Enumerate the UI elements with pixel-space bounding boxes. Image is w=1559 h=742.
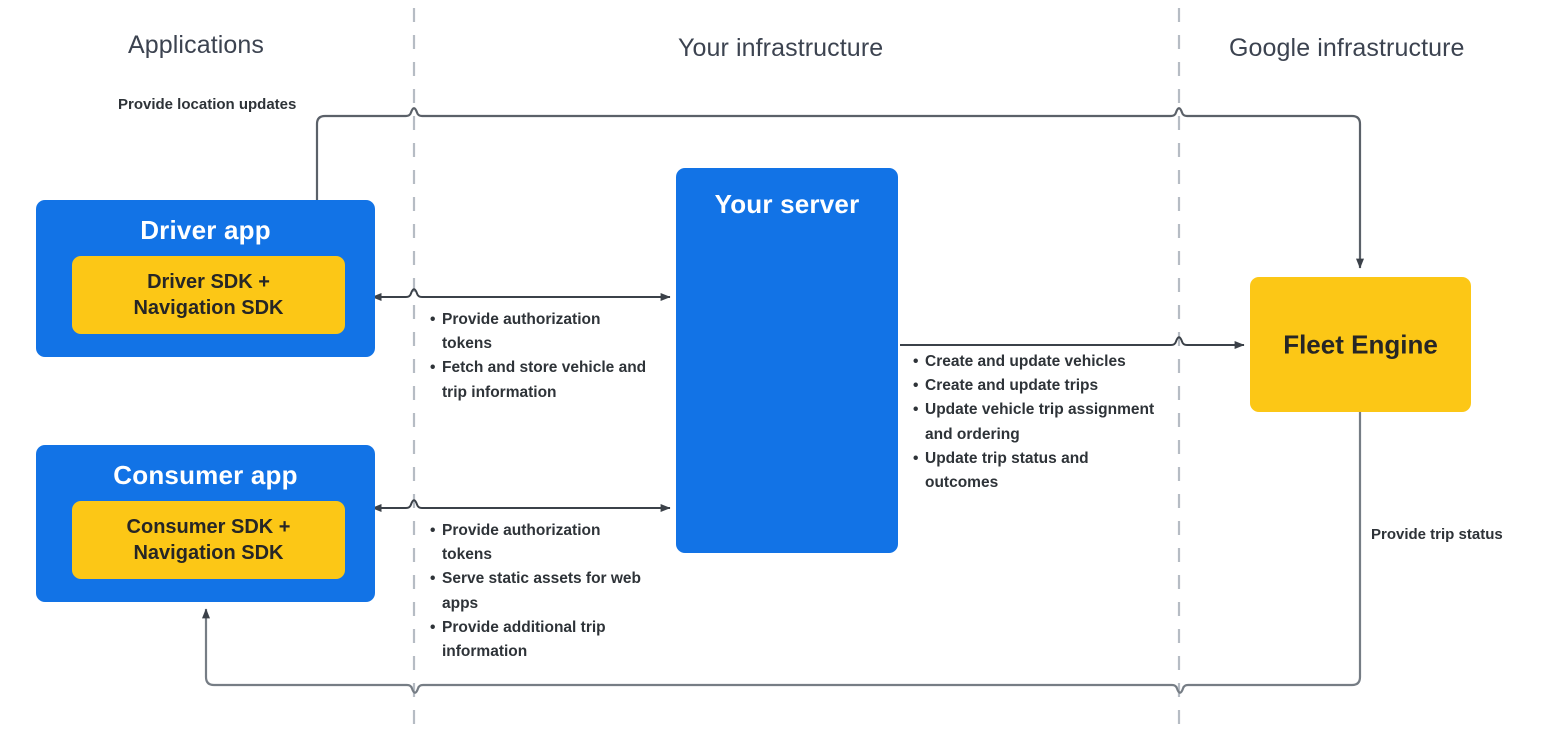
edge-label-provide-location-updates: Provide location updates — [118, 96, 297, 113]
bullet-item: Create and update vehicles — [913, 350, 1159, 374]
node-your-server[interactable]: Your server — [676, 168, 898, 553]
edge-driver-server — [371, 288, 671, 301]
consumer-sdk-label: Consumer SDK + Navigation SDK — [72, 514, 345, 566]
edge-bullets-server-fleet: Create and update vehiclesCreate and upd… — [913, 350, 1159, 495]
bullet-item: Serve static assets for web apps — [430, 567, 648, 615]
node-driver-sdk[interactable]: Driver SDK + Navigation SDK — [72, 256, 345, 334]
driver-sdk-label-line2: Navigation SDK — [133, 297, 284, 319]
bullet-item: Create and update trips — [913, 374, 1159, 398]
your-server-title: Your server — [714, 189, 860, 219]
driver-sdk-label: Driver SDK + Navigation SDK — [72, 269, 345, 321]
driver-app-title: Driver app — [140, 215, 271, 245]
node-consumer-sdk[interactable]: Consumer SDK + Navigation SDK — [72, 501, 345, 579]
consumer-sdk-label-line2: Navigation SDK — [133, 542, 284, 564]
column-header-applications: Applications — [128, 31, 265, 59]
bullet-item: Provide authorization tokens — [430, 519, 648, 567]
column-header-your-infrastructure: Your infrastructure — [678, 34, 884, 62]
bullet-item: Provide authorization tokens — [430, 308, 648, 356]
edge-label-provide-trip-status: Provide trip status — [1371, 526, 1503, 543]
consumer-app-title: Consumer app — [113, 460, 298, 490]
edge-bullets-driver-server: Provide authorization tokensFetch and st… — [430, 308, 648, 405]
bullet-item: Update vehicle trip assignment and order… — [913, 398, 1159, 446]
bullet-item: Fetch and store vehicle and trip informa… — [430, 356, 648, 404]
node-consumer-app[interactable]: Consumer app Consumer SDK + Navigation S… — [36, 445, 375, 602]
driver-sdk-label-line1: Driver SDK + — [147, 271, 270, 293]
consumer-sdk-label-line1: Consumer SDK + — [126, 516, 291, 538]
bullet-item: Provide additional trip information — [430, 616, 648, 664]
edge-bullets-consumer-server: Provide authorization tokensServe static… — [430, 519, 648, 664]
edge-server-fleet — [900, 336, 1245, 349]
bullet-item: Update trip status and outcomes — [913, 447, 1159, 495]
edge-consumer-server — [371, 499, 671, 512]
node-driver-app[interactable]: Driver app Driver SDK + Navigation SDK — [36, 200, 375, 357]
fleet-engine-title: Fleet Engine — [1283, 329, 1438, 359]
node-fleet-engine[interactable]: Fleet Engine — [1250, 277, 1471, 412]
column-header-google-infrastructure: Google infrastructure — [1229, 34, 1465, 62]
